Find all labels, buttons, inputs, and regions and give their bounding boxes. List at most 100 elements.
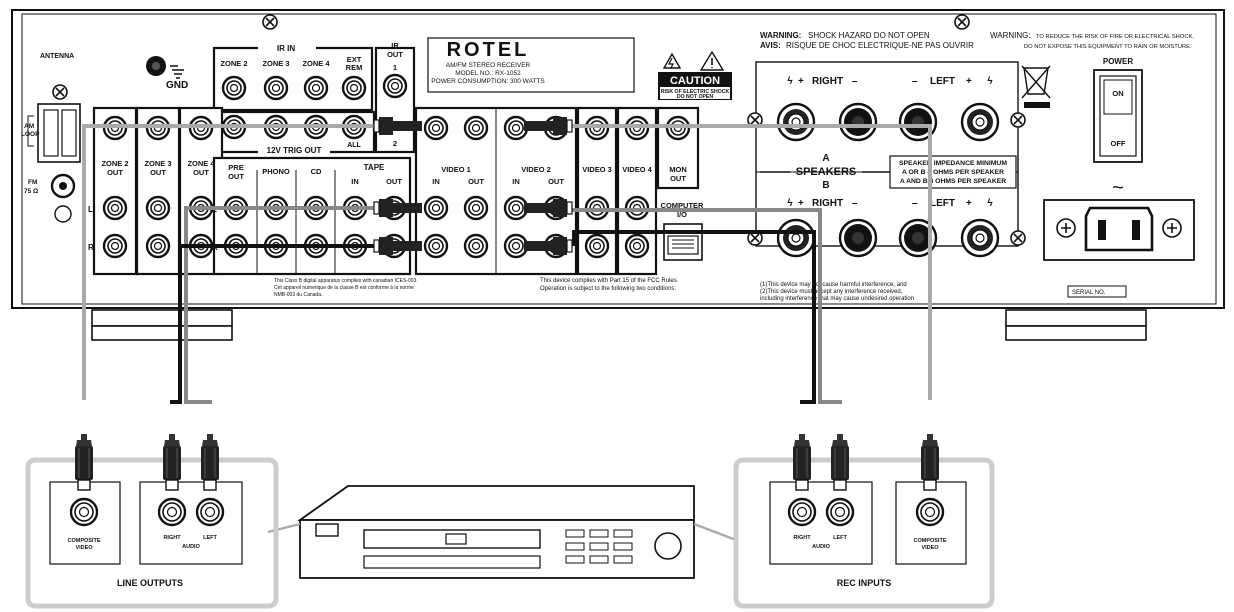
- svg-text:CD: CD: [311, 167, 322, 176]
- svg-text:This device complies with Part: This device complies with Part 15 of the…: [540, 278, 679, 284]
- zone2-out-left-jack[interactable]: [102, 195, 128, 221]
- video3-audio-right-jack[interactable]: [584, 233, 610, 259]
- svg-text:WARNING:: WARNING:: [990, 31, 1031, 40]
- svg-text:OUT: OUT: [150, 168, 166, 177]
- svg-text:POWER CONSUMPTION: 300 WATTS: POWER CONSUMPTION: 300 WATTS: [431, 78, 545, 85]
- svg-text:A: A: [822, 153, 829, 164]
- ir-in-zone3-jack[interactable]: [263, 75, 289, 101]
- line-out-audio-right-jack[interactable]: [157, 497, 187, 527]
- svg-text:LEFT: LEFT: [930, 76, 955, 87]
- zone3-out-right-jack[interactable]: [145, 233, 171, 259]
- svg-text:LEFT: LEFT: [833, 535, 847, 541]
- crossed-bin-icon: [1021, 65, 1051, 108]
- video2-audio-in-left-jack[interactable]: [503, 195, 529, 221]
- svg-text:EXT: EXT: [347, 55, 362, 64]
- svg-text:OUT: OUT: [193, 168, 209, 177]
- svg-text:MODEL NO.: RX-1052: MODEL NO.: RX-1052: [455, 70, 521, 77]
- rotel-logo: ROTEL: [447, 39, 530, 61]
- ir-in-zone2-jack[interactable]: [221, 75, 247, 101]
- svg-text:VIDEO: VIDEO: [75, 545, 93, 551]
- svg-text:12V TRIG OUT: 12V TRIG OUT: [267, 146, 322, 155]
- svg-text:COMPUTER: COMPUTER: [661, 201, 705, 210]
- video1-audio-out-left-jack[interactable]: [463, 195, 489, 221]
- speaker-b-right-positive-terminal[interactable]: [776, 218, 816, 258]
- ir-in-section: IR IN ZONE 2 ZONE 3 ZONE 4 EXT REM: [212, 42, 374, 112]
- svg-text:IR IN: IR IN: [277, 44, 295, 53]
- svg-text:REC INPUTS: REC INPUTS: [837, 578, 892, 588]
- svg-text:COMPOSITE: COMPOSITE: [913, 538, 946, 544]
- zone3-out-left-jack[interactable]: [145, 195, 171, 221]
- antenna-section: ANTENNA AM LOOP FM 75 Ω: [21, 53, 81, 223]
- svg-text:1: 1: [393, 63, 397, 72]
- svg-text:(1)This device may not cause h: (1)This device may not cause harmful int…: [760, 282, 907, 288]
- power-section: POWER ON OFF ~: [1043, 57, 1195, 261]
- video4-audio-right-jack[interactable]: [624, 233, 650, 259]
- svg-text:Operation is subject to the fo: Operation is subject to the following tw…: [540, 286, 676, 292]
- line-outputs-panel: COMPOSITE VIDEO RIGHT LEFT AUDIO LINE OU…: [25, 433, 279, 609]
- speaker-a-right-negative-terminal[interactable]: [838, 102, 878, 142]
- video1-composite-out-jack[interactable]: [463, 115, 489, 141]
- svg-text:ZONE 2: ZONE 2: [101, 159, 128, 168]
- svg-text:SPEAKER IMPEDANCE MINIMUM: SPEAKER IMPEDANCE MINIMUM: [899, 160, 1007, 167]
- svg-text:–: –: [852, 198, 858, 209]
- svg-text:POWER: POWER: [1103, 57, 1133, 66]
- vcr-device: [267, 485, 737, 579]
- svg-text:PRE: PRE: [228, 163, 243, 172]
- svg-text:ALL: ALL: [347, 142, 361, 149]
- svg-text:ZONE 2: ZONE 2: [220, 59, 247, 68]
- svg-text:RISK OF ELECTRIC SHOCK: RISK OF ELECTRIC SHOCK: [661, 89, 730, 95]
- svg-text:–: –: [912, 76, 918, 87]
- svg-text:MON: MON: [669, 165, 687, 174]
- svg-text:VIDEO: VIDEO: [921, 545, 939, 551]
- svg-text:This Class B digital apparatus: This Class B digital apparatus complies …: [274, 278, 418, 284]
- ir-in-ext-rem-jack[interactable]: [341, 75, 367, 101]
- svg-text:IN: IN: [512, 177, 520, 186]
- svg-text:I/O: I/O: [677, 210, 687, 219]
- svg-text:ϟ: ϟ: [987, 76, 993, 87]
- video1-audio-out-right-jack[interactable]: [463, 233, 489, 259]
- speaker-a-right-positive-terminal[interactable]: [776, 102, 816, 142]
- svg-text:SERIAL NO.: SERIAL NO.: [1072, 290, 1106, 296]
- svg-text:OUT: OUT: [548, 177, 564, 186]
- svg-text:AM/FM STEREO RECEIVER: AM/FM STEREO RECEIVER: [446, 62, 531, 69]
- ir-out-1-jack[interactable]: [382, 73, 408, 99]
- svg-text:ZONE 3: ZONE 3: [144, 159, 171, 168]
- svg-text:LOOP: LOOP: [21, 131, 40, 138]
- speaker-b-left-positive-terminal[interactable]: [960, 218, 1000, 258]
- vcr-jog-dial[interactable]: [654, 532, 682, 560]
- svg-text:SHOCK HAZARD DO NOT OPEN: SHOCK HAZARD DO NOT OPEN: [808, 31, 930, 40]
- vcr-control-buttons[interactable]: [565, 529, 633, 564]
- video2-audio-in-right-jack[interactable]: [503, 233, 529, 259]
- svg-text:ϟ: ϟ: [787, 76, 793, 87]
- line-out-composite-video-jack[interactable]: [69, 497, 99, 527]
- speaker-a-left-positive-terminal[interactable]: [960, 102, 1000, 142]
- svg-text:DO NOT OPEN: DO NOT OPEN: [677, 94, 714, 100]
- svg-text:VIDEO 2: VIDEO 2: [521, 165, 551, 174]
- svg-text:OUT: OUT: [386, 177, 402, 186]
- zone2-out-right-jack[interactable]: [102, 233, 128, 259]
- svg-text:CAUTION: CAUTION: [670, 75, 720, 87]
- svg-text:AVIS:: AVIS:: [760, 41, 781, 50]
- svg-text:including interference that ma: including interference that may cause un…: [760, 296, 914, 302]
- svg-text:75 Ω: 75 Ω: [24, 188, 38, 195]
- video2-composite-in-jack[interactable]: [503, 115, 529, 141]
- svg-text:IN: IN: [432, 177, 440, 186]
- video1-audio-in-right-jack[interactable]: [423, 233, 449, 259]
- ir-in-zone4-jack[interactable]: [303, 75, 329, 101]
- svg-text:OUT: OUT: [107, 168, 123, 177]
- rec-in-audio-right-jack[interactable]: [787, 497, 817, 527]
- video1-composite-in-jack[interactable]: [423, 115, 449, 141]
- line-out-audio-left-jack[interactable]: [195, 497, 225, 527]
- svg-text:A AND B 8 OHMS PER SPEAKER: A AND B 8 OHMS PER SPEAKER: [900, 178, 1006, 185]
- rec-inputs-panel: RIGHT LEFT AUDIO COMPOSITE VIDEO REC INP…: [733, 433, 995, 609]
- rec-in-audio-left-jack[interactable]: [825, 497, 855, 527]
- gnd-terminal[interactable]: GND: [146, 56, 188, 91]
- vcr-power-button[interactable]: [315, 523, 339, 537]
- svg-text:RIGHT: RIGHT: [812, 76, 843, 87]
- svg-text:+: +: [966, 198, 972, 209]
- video1-audio-in-left-jack[interactable]: [423, 195, 449, 221]
- rec-in-composite-video-jack[interactable]: [915, 497, 945, 527]
- svg-text:L: L: [88, 205, 93, 214]
- speaker-b-right-negative-terminal[interactable]: [838, 218, 878, 258]
